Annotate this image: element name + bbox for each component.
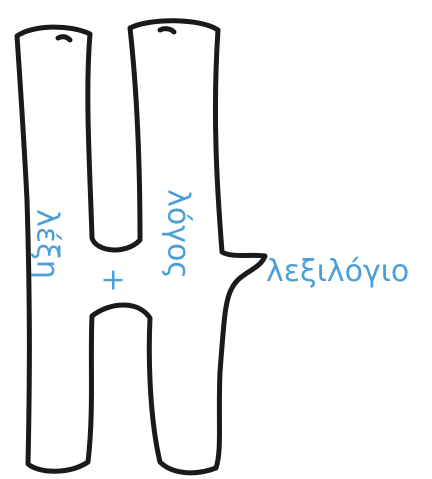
left-word-label: λέξη <box>30 209 65 279</box>
result-word-label: λεξιλόγιο <box>266 254 409 289</box>
plus-sign-label: + <box>96 267 131 292</box>
middle-word-label: λόγος <box>161 189 196 279</box>
